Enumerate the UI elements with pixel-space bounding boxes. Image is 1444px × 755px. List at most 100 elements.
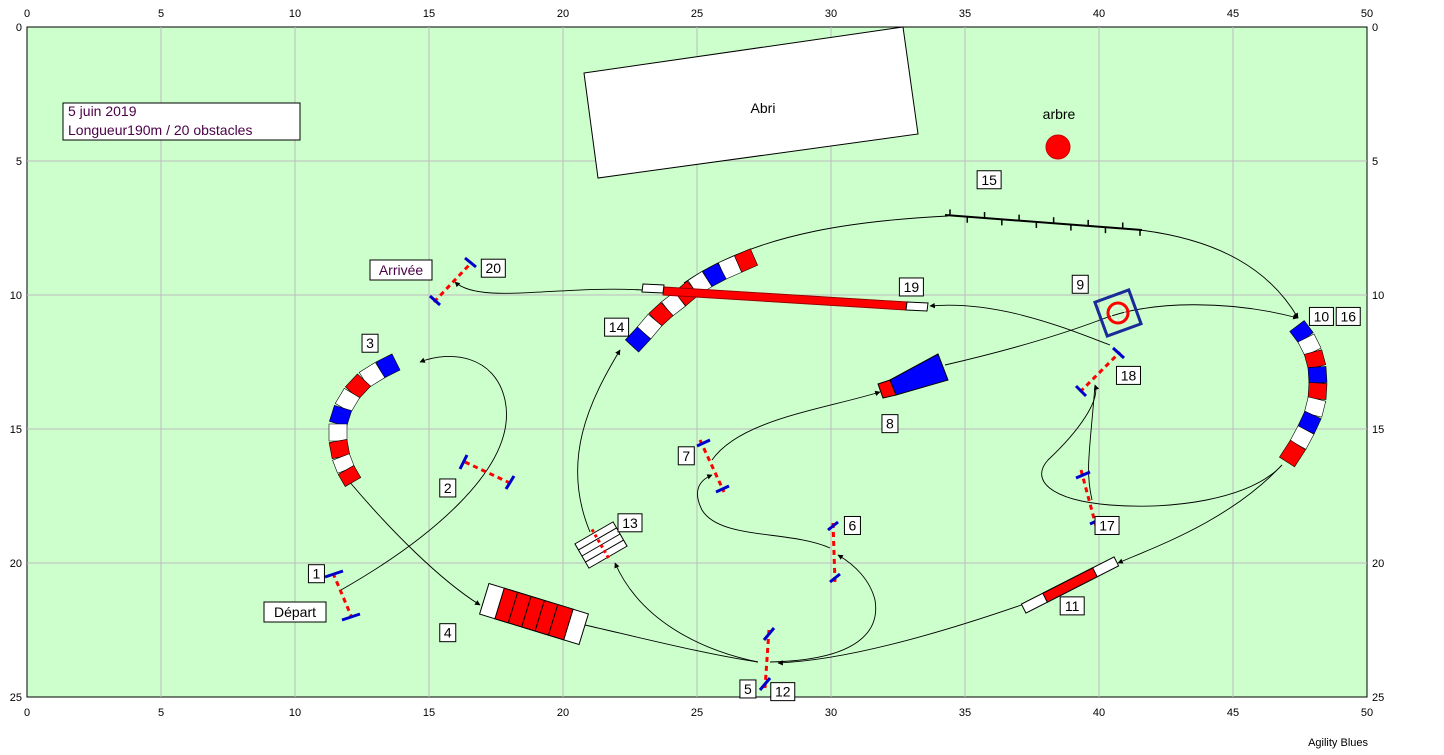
jump-18 [1074,346,1126,398]
y-tick-left: 25 [10,692,22,704]
x-tick-bottom: 40 [1093,707,1105,719]
x-tick-top: 20 [557,8,569,20]
x-tick-bottom: 10 [289,707,301,719]
x-tick-top: 35 [959,8,971,20]
jump-1 [324,569,361,622]
svg-text:13: 13 [622,515,638,531]
chute-8 [877,353,949,399]
obstacle-number-6: 6 [843,515,861,535]
x-tick-top: 15 [423,8,435,20]
svg-text:8: 8 [886,416,894,432]
svg-text:17: 17 [1099,517,1115,533]
svg-text:18: 18 [1121,367,1137,383]
finish-label-box: Arrivée [369,259,433,281]
jump-6 [827,520,841,584]
x-tick-top: 25 [691,8,703,20]
obstacle-number-17: 17 [1094,515,1120,535]
x-tick-bottom: 0 [24,707,30,719]
obstacle-number-1: 1 [307,564,325,584]
obstacle-number-10: 10 [1308,306,1334,326]
x-tick-top: 30 [825,8,837,20]
credit-label: Agility Blues [1308,737,1368,749]
svg-text:4: 4 [444,625,452,641]
obstacle-number-2: 2 [439,478,457,498]
obstacle-number-8: 8 [881,414,899,434]
obstacle-11 [1020,556,1120,614]
svg-text:12: 12 [775,684,791,700]
start-label-box: Départ [263,601,327,623]
svg-text:15: 15 [981,172,997,188]
y-tick-right: 0 [1372,22,1378,34]
obstacle-number-4: 4 [439,623,457,643]
shelter: Abri [583,26,919,179]
y-tick-left: 10 [10,290,22,302]
x-tick-bottom: 50 [1361,707,1373,719]
weave-poles-15 [944,209,1143,236]
course-length: Longueur190m / 20 obstacles [68,122,252,138]
svg-text:9: 9 [1076,276,1084,292]
tunnel-4 [478,582,590,646]
tunnel-14 [624,248,759,353]
dogwalk-19 [641,283,929,312]
svg-text:6: 6 [849,517,857,533]
obstacle-number-14: 14 [604,317,630,337]
obstacle-number-7: 7 [677,446,695,466]
y-tick-right: 20 [1372,558,1384,570]
obstacle-13 [574,521,628,569]
tree: arbre [1043,106,1076,160]
obstacle-number-18: 18 [1115,365,1141,385]
jump-7 [696,438,730,494]
obstacle-number-16: 16 [1335,306,1361,326]
obstacle-number-19: 19 [898,277,924,297]
y-tick-left: 20 [10,558,22,570]
svg-text:10: 10 [1314,308,1330,324]
svg-text:19: 19 [904,279,920,295]
y-tick-right: 5 [1372,156,1378,168]
svg-text:7: 7 [682,448,690,464]
jump-2 [458,454,516,490]
x-tick-top: 45 [1227,8,1239,20]
x-tick-top: 40 [1093,8,1105,20]
axis-ticks: 0055101015152020252530303535404045455050… [10,8,1385,719]
obstacle-number-13: 13 [617,513,643,533]
tree-label: arbre [1043,106,1076,122]
x-tick-top: 5 [158,8,164,20]
svg-text:2: 2 [444,480,452,496]
info-box: 5 juin 2019 Longueur190m / 20 obstacles [62,102,301,141]
y-tick-left: 15 [10,424,22,436]
obstacle-number-20: 20 [480,258,506,278]
tire-9 [1093,288,1143,338]
jump-5-12 [758,627,776,691]
svg-text:5: 5 [744,681,752,697]
jump-20 [428,256,477,307]
svg-text:16: 16 [1340,308,1356,324]
course-date: 5 juin 2019 [68,103,137,119]
x-tick-bottom: 5 [158,707,164,719]
x-tick-top: 50 [1361,8,1373,20]
obstacle-number-9: 9 [1071,274,1089,294]
x-tick-bottom: 20 [557,707,569,719]
y-tick-right: 10 [1372,290,1384,302]
tunnel-10-16 [1279,320,1328,468]
svg-text:3: 3 [366,335,374,351]
y-tick-right: 25 [1372,692,1384,704]
y-tick-left: 0 [16,22,22,34]
shelter-label: Abri [751,100,776,116]
svg-text:20: 20 [486,260,502,276]
obstacle-number-11: 11 [1059,596,1085,616]
svg-text:11: 11 [1065,598,1080,614]
x-tick-top: 10 [289,8,301,20]
obstacle-number-15: 15 [976,170,1002,190]
obstacle-number-12: 12 [770,682,796,702]
x-tick-bottom: 35 [959,707,971,719]
y-tick-left: 5 [16,156,22,168]
x-tick-bottom: 15 [423,707,435,719]
x-tick-bottom: 25 [691,707,703,719]
tunnel-3 [328,353,401,487]
start-label: Départ [274,604,316,620]
obstacle-number-3: 3 [361,333,379,353]
obstacle-number-5: 5 [739,679,757,699]
